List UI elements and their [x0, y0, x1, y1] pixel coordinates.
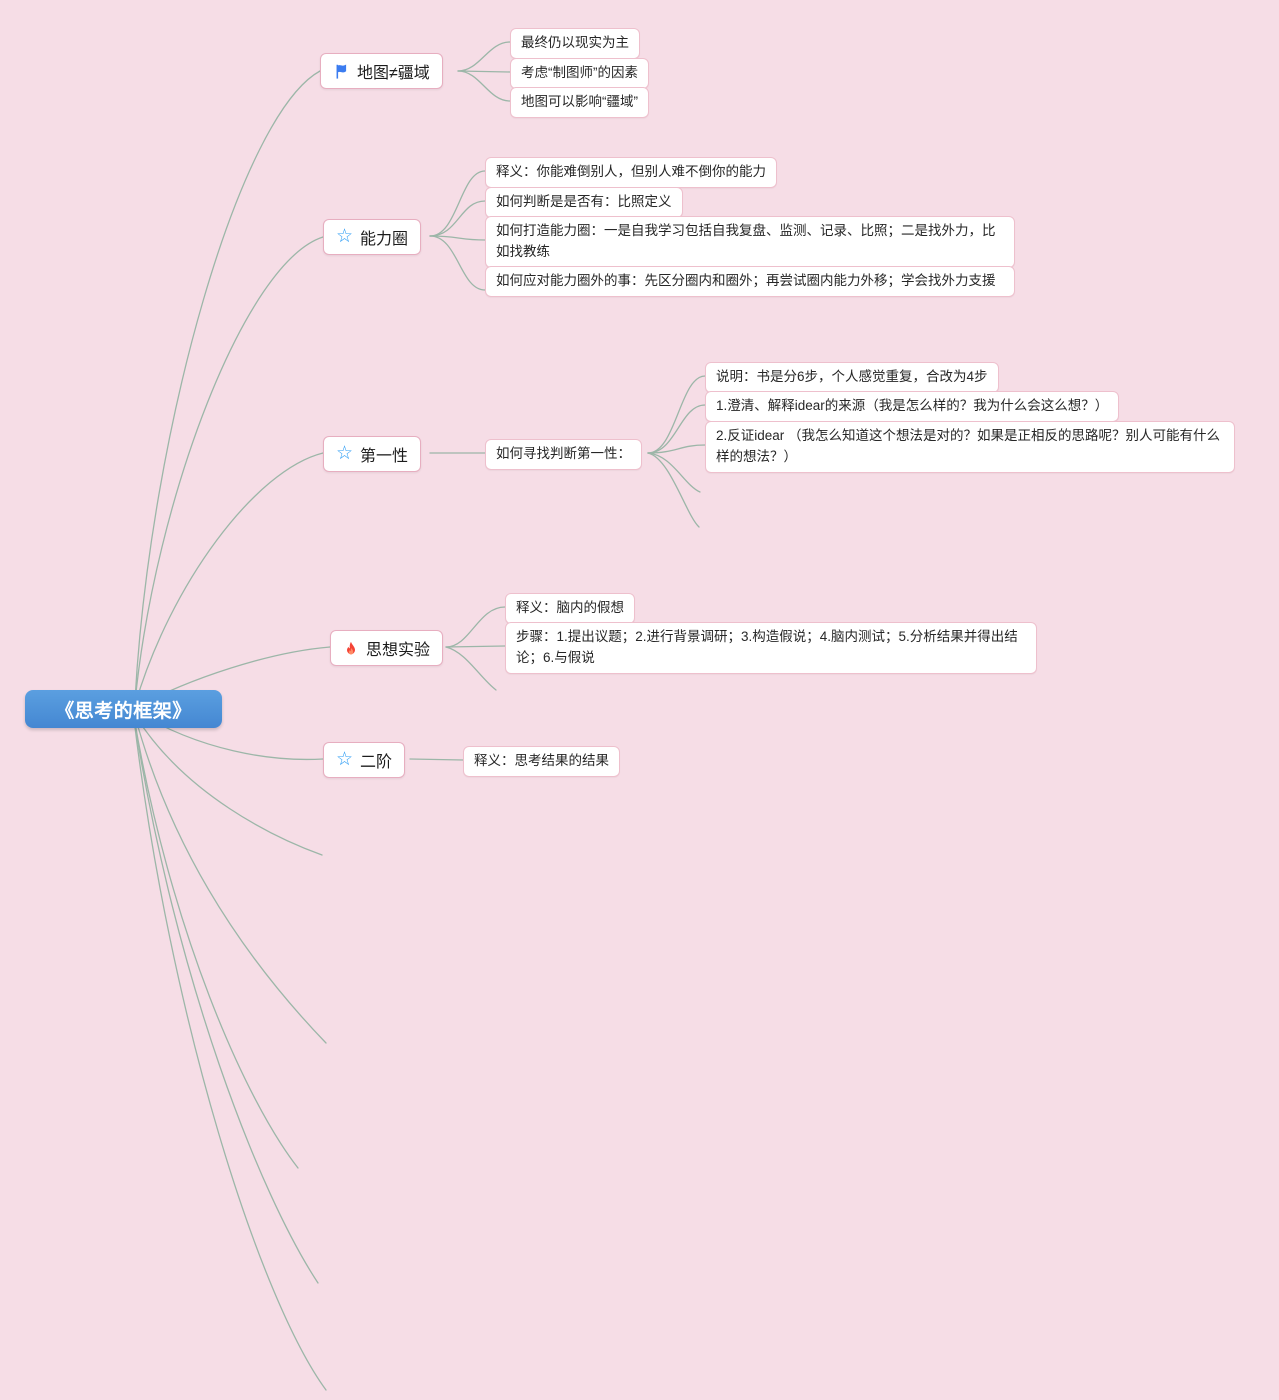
connector-line — [409, 758, 464, 761]
detail-text: 最终仍以现实为主 — [521, 35, 629, 50]
star-icon: ☆ — [336, 225, 354, 247]
branch-label: 地图≠疆域 — [357, 65, 430, 82]
connector-line — [457, 41, 511, 72]
connector-line-empty — [134, 714, 323, 856]
detail-node[interactable]: 如何打造能力圈：一是自我学习包括自我复盘、监测、记录、比照；二是找外力，比如找教… — [485, 216, 1015, 268]
connector-line-empty — [134, 715, 327, 1044]
detail-node[interactable]: 如何应对能力圈外的事：先区分圈内和圈外；再尝试圈内能力外移；学会找外力支援 — [485, 266, 1015, 297]
detail-node[interactable]: 释义：脑内的假想 — [505, 593, 635, 624]
connector-line — [445, 606, 506, 648]
branch-label: 二阶 — [360, 754, 393, 771]
branch-label: 思想实验 — [366, 642, 431, 659]
branch-thought-experiment[interactable]: 思想实验 — [330, 630, 444, 666]
star-icon: ☆ — [336, 748, 354, 770]
flame-icon — [343, 640, 359, 657]
connector-line-empty — [133, 717, 319, 1284]
connector-line — [457, 70, 511, 102]
connector-line — [647, 375, 706, 454]
detail-text: 释义：思考结果的结果 — [474, 753, 609, 768]
branch-ability-circle[interactable]: ☆ 能力圈 — [323, 219, 422, 255]
detail-text: 如何应对能力圈外的事：先区分圈内和圈外；再尝试圈内能力外移；学会找外力支援 — [496, 273, 996, 288]
detail-text: 2.反证idear （我怎么知道这个想法是对的？如果是正相反的思路呢？别人可能有… — [716, 428, 1221, 464]
detail-text: 1.澄清、解释idear的来源（我是怎么样的？我为什么会这么想？） — [716, 398, 1109, 413]
branch-map-vs-territory[interactable]: 地图≠疆域 — [320, 53, 443, 89]
connector-line — [429, 200, 486, 237]
detail-text: 释义：脑内的假想 — [516, 600, 624, 615]
root-label: 《思考的框架》 — [55, 700, 192, 722]
branch-first-principle[interactable]: ☆ 第一性 — [323, 436, 422, 472]
connector-line — [445, 645, 506, 648]
detail-node[interactable]: 说明：书是分6步，个人感觉重复，合改为4步 — [705, 362, 999, 393]
connector-line — [429, 235, 486, 241]
detail-text: 如何打造能力圈：一是自我学习包括自我复盘、监测、记录、比照；二是找外力，比如找教… — [496, 223, 996, 259]
connector-line-empty — [647, 452, 700, 528]
connector-line-empty — [133, 718, 327, 1391]
detail-node[interactable]: 释义：你能难倒别人，但别人难不倒你的能力 — [485, 157, 777, 188]
detail-text: 步骤：1.提出议题；2.进行背景调研；3.构造假说；4.脑内测试；5.分析结果并… — [516, 629, 1018, 665]
connector-line — [134, 236, 324, 703]
connector-line — [429, 170, 486, 237]
detail-node[interactable]: 2.反证idear （我怎么知道这个想法是对的？如果是正相反的思路呢？别人可能有… — [705, 421, 1235, 473]
connector-line-empty — [647, 452, 701, 493]
branch-label: 第一性 — [360, 448, 409, 465]
detail-node[interactable]: 1.澄清、解释idear的来源（我是怎么样的？我为什么会这么想？） — [705, 391, 1120, 422]
connector-line-empty — [445, 646, 497, 691]
branch-label: 能力圈 — [360, 231, 409, 248]
detail-node[interactable]: 最终仍以现实为主 — [510, 28, 640, 59]
detail-node[interactable]: 释义：思考结果的结果 — [463, 746, 620, 777]
flag-icon — [333, 63, 350, 80]
detail-node[interactable]: 考虑“制图师”的因素 — [510, 58, 649, 89]
branch-second-order[interactable]: ☆ 二阶 — [323, 742, 406, 778]
detail-text: 考虑“制图师”的因素 — [521, 65, 638, 80]
connector-line — [134, 70, 321, 701]
detail-text: 如何寻找判断第一性： — [496, 446, 631, 461]
connector-line-empty — [133, 716, 299, 1169]
detail-text: 地图可以影响“疆域” — [521, 94, 638, 109]
detail-text: 如何判断是是否有：比照定义 — [496, 194, 672, 209]
detail-node[interactable]: 地图可以影响“疆域” — [510, 87, 649, 118]
connector-line — [134, 452, 324, 706]
connector-line — [457, 70, 511, 73]
detail-node[interactable]: 如何寻找判断第一性： — [485, 439, 642, 470]
connector-line — [647, 444, 706, 454]
connector-line — [429, 235, 486, 291]
detail-text: 释义：你能难倒别人，但别人难不倒你的能力 — [496, 164, 766, 179]
connector-line — [647, 404, 706, 454]
detail-node[interactable]: 步骤：1.提出议题；2.进行背景调研；3.构造假说；4.脑内测试；5.分析结果并… — [505, 622, 1037, 674]
detail-node[interactable]: 如何判断是是否有：比照定义 — [485, 187, 683, 218]
star-icon: ☆ — [336, 442, 354, 464]
detail-text: 说明：书是分6步，个人感觉重复，合改为4步 — [716, 369, 988, 384]
root-node[interactable]: 《思考的框架》 — [25, 690, 222, 728]
